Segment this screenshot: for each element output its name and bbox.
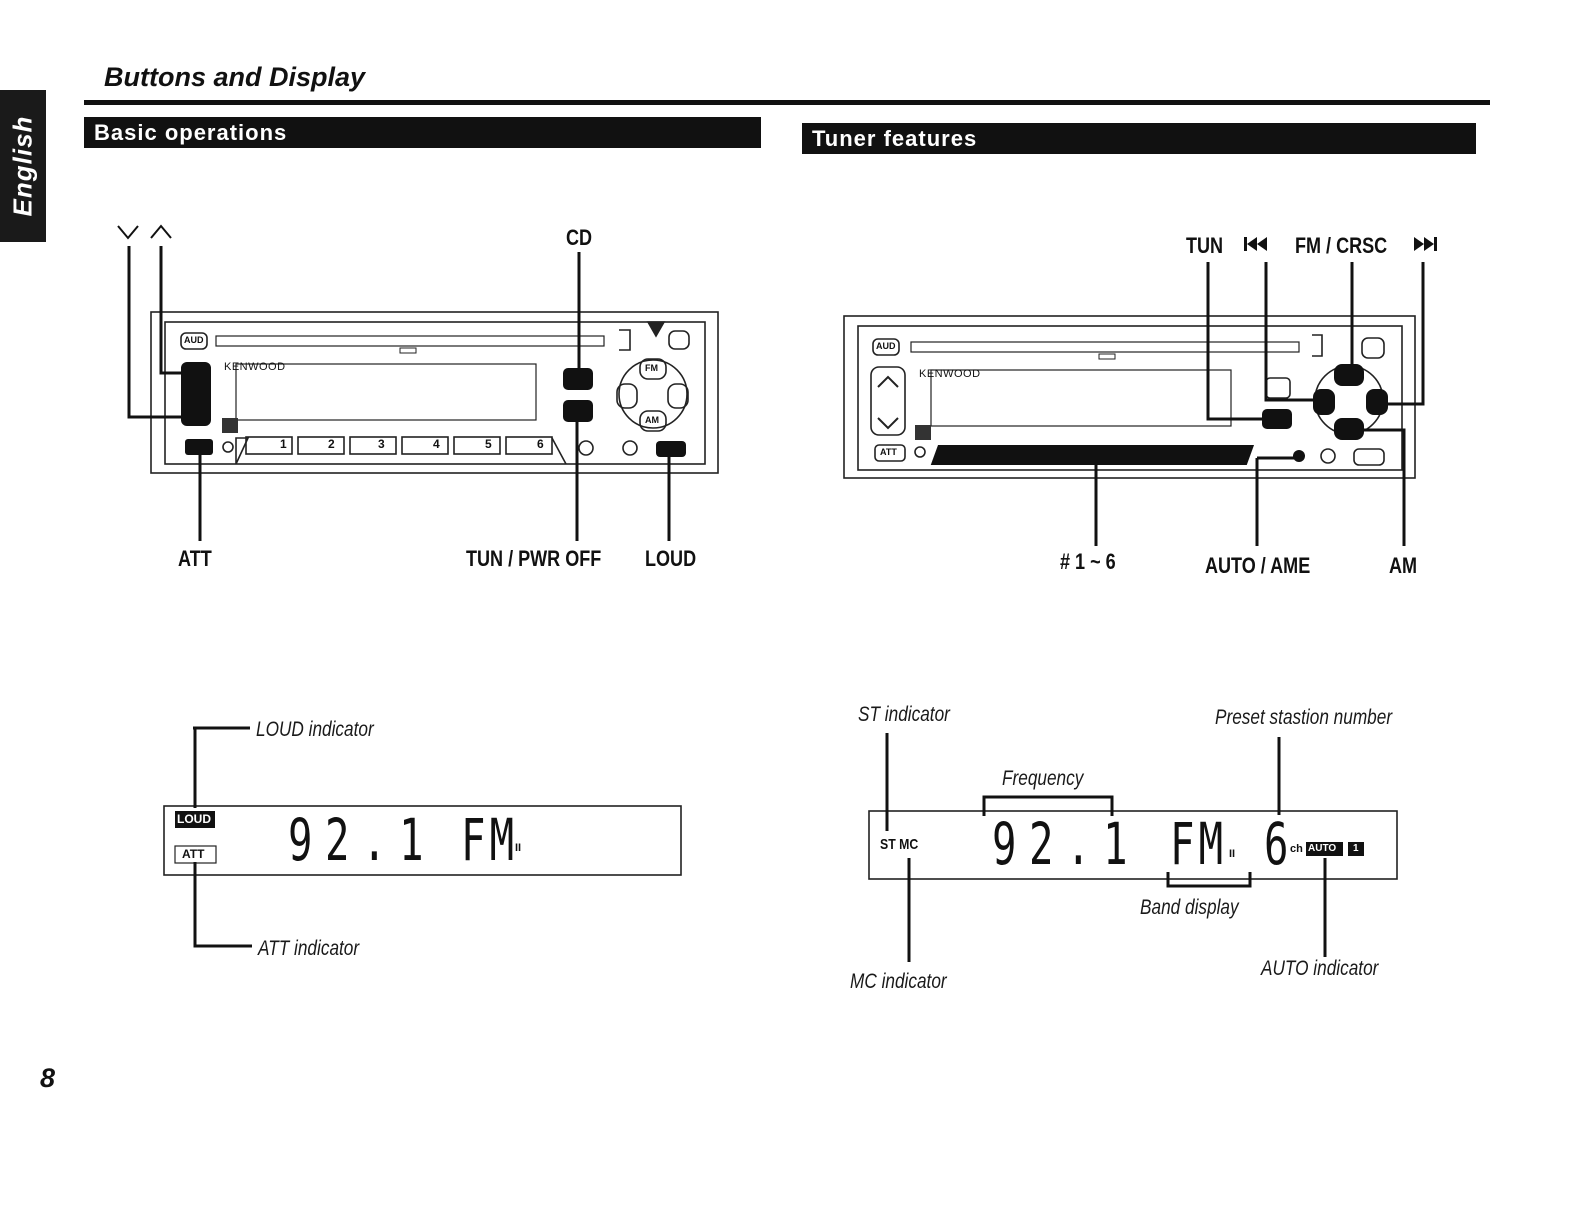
- callout-loud-indicator: LOUD indicator: [256, 718, 374, 741]
- basic-aud-button-label: AUD: [184, 335, 204, 345]
- label-att: ATT: [178, 546, 212, 571]
- tuner-aud-button-label: AUD: [876, 341, 896, 351]
- callout-band-display: Band display: [1140, 896, 1239, 919]
- tuner-filled-buttons: [915, 364, 1388, 465]
- preset-station-readout: 6: [1264, 810, 1289, 878]
- title-rule: [84, 100, 1490, 105]
- tuner-band-sub: II: [1229, 848, 1236, 860]
- prev-track-icon: [1244, 237, 1267, 251]
- basic-faceplate: [150, 311, 719, 474]
- basic-callout-lines: [117, 224, 671, 541]
- loud-badge: LOUD: [177, 812, 211, 826]
- tuner-brand-logo: KENWOOD: [919, 368, 981, 380]
- basic-preset-4: 4: [433, 437, 440, 451]
- auto-badge: AUTO: [1308, 843, 1337, 854]
- callout-mc-indicator: MC indicator: [850, 970, 947, 993]
- basic-preset-1: 1: [280, 437, 287, 451]
- page-number: 8: [40, 1063, 56, 1093]
- section-basic-operations: Basic operations: [84, 117, 761, 148]
- st-mc-indicator: ST MC: [880, 836, 919, 853]
- label-fm-crsc: FM / CRSC: [1295, 233, 1388, 258]
- tuner-display-panel: [868, 733, 1398, 962]
- basic-display-panel: [163, 726, 682, 948]
- tuner-frequency-readout: 92.1: [992, 810, 1141, 878]
- label-loud: LOUD: [645, 546, 697, 571]
- ch-label: ch: [1290, 843, 1303, 855]
- callout-att-indicator: ATT indicator: [258, 937, 360, 960]
- basic-preset-3: 3: [378, 437, 385, 451]
- tuner-band-readout: FM: [1170, 810, 1228, 878]
- basic-preset-2: 2: [328, 437, 335, 451]
- callout-preset-station-number: Preset stastion number: [1215, 706, 1393, 729]
- basic-fm-button-label: FM: [645, 363, 658, 373]
- section-tuner-features: Tuner features: [802, 123, 1476, 154]
- basic-preset-5: 5: [485, 437, 492, 451]
- label-cd: CD: [566, 225, 593, 250]
- label-am: AM: [1389, 553, 1418, 578]
- basic-am-button-label: AM: [645, 415, 659, 425]
- section-basic-title: Basic operations: [94, 120, 288, 145]
- basic-frequency-readout: 92.1: [288, 806, 437, 874]
- basic-band-sub: II: [515, 842, 522, 854]
- callout-frequency: Frequency: [1002, 767, 1084, 790]
- label-auto-ame: AUTO / AME: [1205, 553, 1311, 578]
- disc-badge: 1: [1353, 843, 1359, 854]
- callout-st-indicator: ST indicator: [858, 703, 950, 726]
- basic-brand-logo: KENWOOD: [224, 361, 286, 373]
- tuner-att-button-label: ATT: [880, 447, 897, 457]
- basic-filled-buttons: [181, 362, 686, 457]
- label-presets: # 1 ~ 6: [1060, 549, 1116, 574]
- label-tun: TUN: [1186, 233, 1224, 258]
- section-tuner-title: Tuner features: [812, 126, 978, 151]
- next-track-icon: [1414, 237, 1437, 251]
- callout-auto-indicator: AUTO indicator: [1261, 957, 1379, 980]
- label-tun-pwr-off: TUN / PWR OFF: [466, 546, 602, 571]
- language-tab: English: [0, 90, 46, 242]
- tuner-callout-lines: [1094, 262, 1425, 546]
- basic-preset-6: 6: [537, 437, 544, 451]
- att-badge: ATT: [182, 847, 205, 861]
- page-title: Buttons and Display: [104, 62, 366, 92]
- basic-band-readout: FM: [461, 806, 519, 874]
